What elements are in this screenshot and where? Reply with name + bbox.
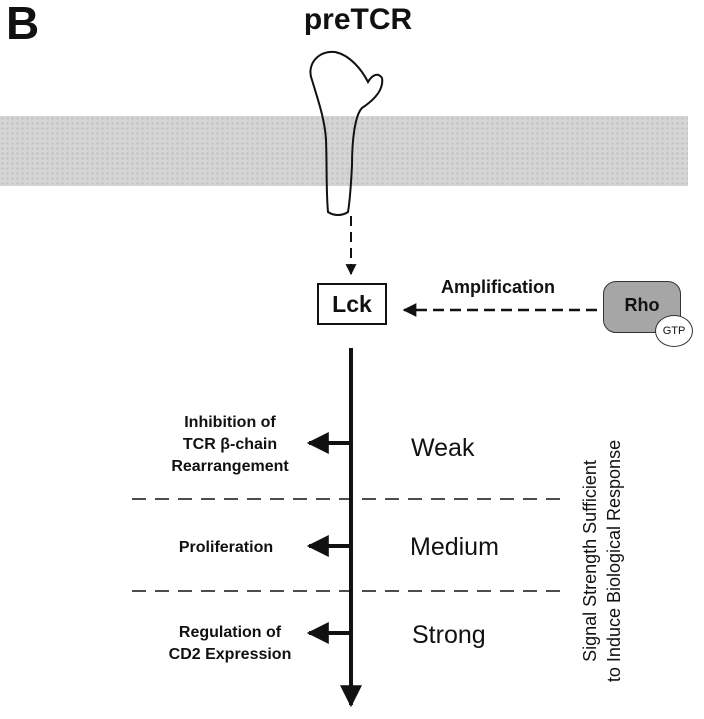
panel-letter: B <box>6 0 40 49</box>
rho-label: Rho <box>624 294 660 315</box>
cell-membrane <box>0 116 688 186</box>
response-line: CD2 Expression <box>168 646 292 663</box>
caption-line-2: to Induce Biological Response <box>604 439 624 683</box>
lck-label: Lck <box>332 290 372 317</box>
response-line: Proliferation <box>178 539 274 556</box>
response-line: Rearrangement <box>171 458 289 475</box>
response-line: Regulation of <box>178 624 282 641</box>
caption-line-1: Signal Strength Sufficient <box>580 460 600 662</box>
signal-strength-caption: Signal Strength Sufficient to Induce Bio… <box>578 411 628 711</box>
pretcr-receptor-shape <box>309 50 384 216</box>
receptor-label: preTCR <box>303 3 413 36</box>
response-line: TCR β-chain <box>182 436 278 453</box>
response-line: Inhibition of <box>184 414 276 431</box>
strong-response-label: Regulation of CD2 Expression <box>130 622 330 666</box>
strength-label-strong: Strong <box>412 621 486 649</box>
weak-response-label: Inhibition of TCR β-chain Rearrangement <box>130 412 330 478</box>
strength-label-weak: Weak <box>411 434 475 462</box>
gtp-badge: GTP <box>655 315 693 347</box>
medium-response-label: Proliferation <box>126 537 326 559</box>
lck-kinase-box: Lck <box>317 283 387 325</box>
strength-label-medium: Medium <box>410 533 499 561</box>
gtp-label: GTP <box>662 325 686 337</box>
amplification-label: Amplification <box>441 277 556 297</box>
